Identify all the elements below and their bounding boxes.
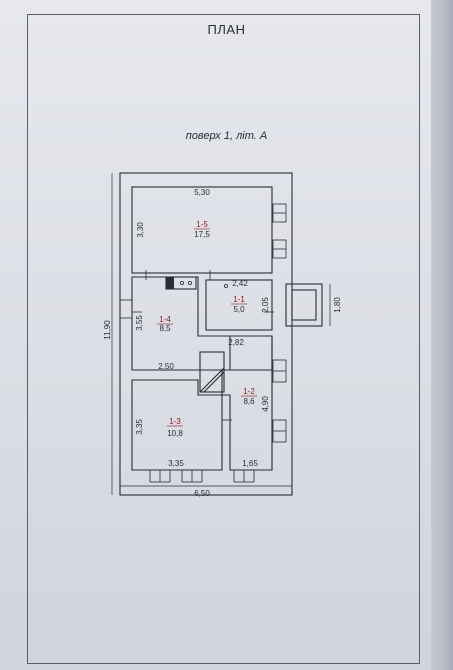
room-1-5-area: 17,5 xyxy=(194,230,210,239)
stove-block xyxy=(166,277,174,289)
room-1-3-walls xyxy=(131,379,223,471)
outer-wall xyxy=(119,172,293,496)
room-1-5-walls xyxy=(131,186,273,274)
dim-room13-bottom: 3,35 xyxy=(168,459,184,468)
dim-room11-height: 2,05 xyxy=(261,297,270,313)
page-edge xyxy=(431,0,453,670)
room-1-1-area: 5,0 xyxy=(233,305,245,314)
dim-porch: 1,80 xyxy=(333,297,342,313)
porch-inner xyxy=(291,289,317,321)
dim-total-height: 11,90 xyxy=(103,320,112,340)
room-1-3-area: 10,8 xyxy=(167,429,183,438)
drawing-frame xyxy=(27,14,420,664)
dim-total-width: 6,50 xyxy=(194,489,210,498)
room-1-4-id: 1-4 xyxy=(159,315,171,324)
fixture xyxy=(223,283,228,288)
window xyxy=(119,299,133,319)
dim-room12-bottom: 1,65 xyxy=(242,459,258,468)
room-1-2-area: 8,6 xyxy=(243,397,255,406)
room-1-1-walls xyxy=(205,279,273,331)
stairs-lines xyxy=(199,351,225,393)
plan-title: ПЛАН xyxy=(207,22,246,37)
room-1-1-id: 1-1 xyxy=(233,295,245,304)
stove-burner xyxy=(179,280,184,285)
porch-walls xyxy=(285,283,323,327)
room-1-2-id: 1-2 xyxy=(243,387,255,396)
dim-room12-height: 4,90 xyxy=(261,396,270,412)
room-1-4-area: 8,5 xyxy=(159,324,171,333)
room-1-2-walls xyxy=(221,335,273,471)
room-1-5-id: 1-5 xyxy=(196,220,208,229)
dim-room13-height: 3,35 xyxy=(135,419,144,435)
dim-room11-top: 2,42 xyxy=(232,279,248,288)
dim-room12-top: 2,82 xyxy=(228,338,244,347)
stove-burner xyxy=(187,280,192,285)
room-1-3-id: 1-3 xyxy=(169,417,181,426)
room-1-4-walls xyxy=(131,276,273,371)
floor-label: поверх 1, літ. А xyxy=(185,130,268,142)
dim-top-width: 5,30 xyxy=(194,188,210,197)
dim-room14-height: 3,55 xyxy=(135,315,144,331)
dim-room15-height: 3,30 xyxy=(136,222,145,238)
dim-room14-bottom: 2,50 xyxy=(158,362,174,371)
